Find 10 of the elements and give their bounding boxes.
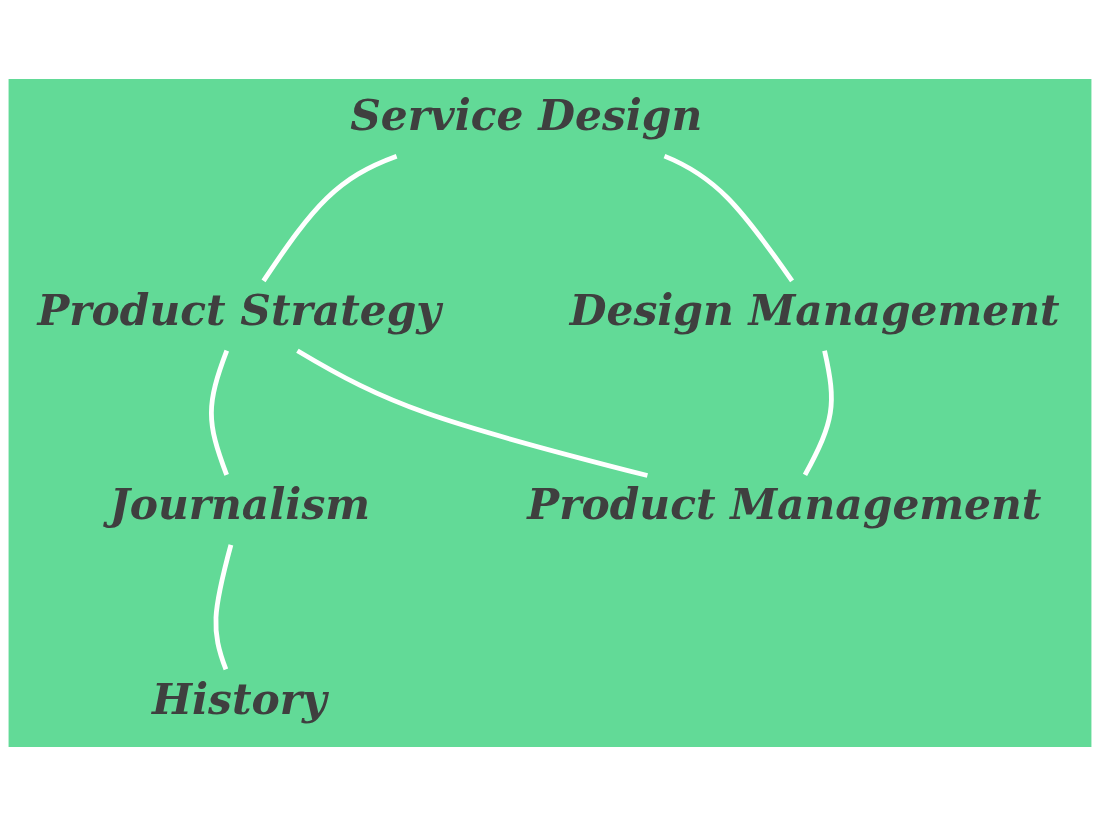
node-text: Service Design xyxy=(350,89,703,140)
connector xyxy=(802,349,834,476)
node-text: History xyxy=(151,673,327,723)
node-text: Product Management xyxy=(527,478,1042,529)
connector xyxy=(209,349,230,476)
connector xyxy=(213,543,234,670)
connector xyxy=(663,153,795,282)
node-text: Design Management xyxy=(569,284,1060,335)
connector xyxy=(296,348,648,478)
connector xyxy=(261,153,398,282)
